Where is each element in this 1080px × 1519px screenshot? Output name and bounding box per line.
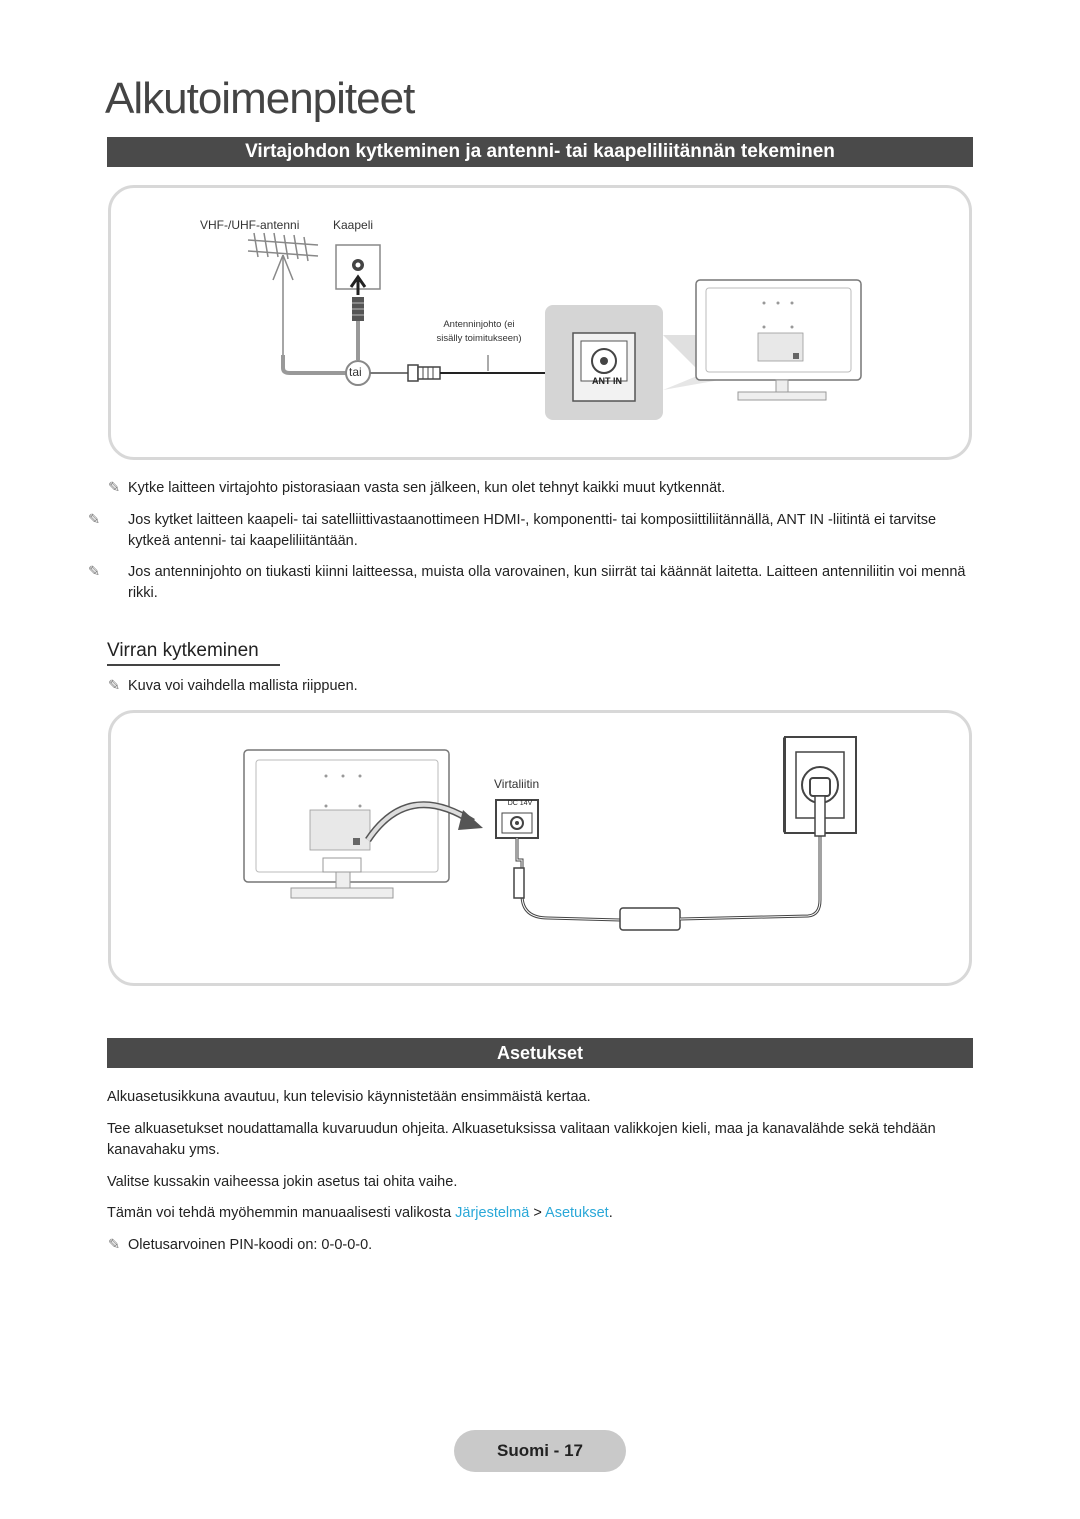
settings-paragraph: Tee alkuasetukset noudattamalla kuvaruud…	[107, 1121, 936, 1158]
note-item: ✎Kytke laitteen virtajohto pistorasiaan …	[108, 478, 972, 499]
tv-rear-icon	[243, 749, 450, 899]
pencil-note-icon: ✎	[108, 678, 121, 694]
page-number-badge: Suomi - 17	[454, 1430, 626, 1472]
pencil-note-icon: ✎	[88, 564, 101, 580]
wall-socket-icon	[783, 736, 857, 837]
antenna-icon	[247, 232, 319, 355]
label-or: tai	[349, 365, 362, 379]
label-antenna-lead-2: sisälly toimitukseen)	[436, 333, 522, 344]
settings-paragraph: Valitse kussakin vaiheessa jokin asetus …	[107, 1174, 458, 1190]
power-diagram	[243, 736, 857, 931]
menu-link-setup[interactable]: Asetukset	[545, 1205, 609, 1221]
label-antenna: VHF-/UHF-antenni	[200, 218, 300, 232]
section-heading-connection: Virtajohdon kytkeminen ja antenni- tai k…	[107, 137, 973, 167]
note-item: ✎Kuva voi vaihdella mallista riippuen.	[108, 676, 972, 697]
section-heading-settings: Asetukset	[107, 1038, 973, 1068]
note-item: ✎Jos antenninjohto on tiukasti kiinni la…	[88, 564, 966, 601]
cable-outlet-icon	[335, 244, 381, 321]
antenna-diagram	[247, 232, 862, 420]
tv-rear-icon	[663, 279, 862, 401]
page-title: Alkutoimenpiteet	[105, 74, 415, 123]
label-ant-in: ANT IN	[592, 376, 622, 386]
note-item: ✎Jos kytket laitteen kaapeli- tai satell…	[88, 512, 937, 549]
label-dc-voltage: DC 14V	[507, 800, 533, 807]
label-power-connector: Virtaliitin	[494, 777, 540, 791]
pencil-note-icon: ✎	[108, 1237, 121, 1253]
menu-link-system[interactable]: Järjestelmä	[455, 1205, 530, 1221]
settings-menu-path: Tämän voi tehdä myöhemmin manuaalisesti …	[107, 1205, 613, 1221]
section-heading-underline	[107, 664, 280, 666]
coax-plug-icon	[370, 355, 574, 382]
settings-paragraph: Alkuasetusikkuna avautuu, kun televisio …	[107, 1089, 591, 1105]
label-antenna-lead-1: Antenninjohto (ei	[443, 319, 515, 330]
section-heading-power: Virran kytkeminen	[107, 640, 259, 661]
power-connection-figure: Virtaliitin DC 14V	[108, 710, 972, 986]
label-cable: Kaapeli	[333, 218, 374, 232]
antenna-connection-figure: VHF-/UHF-antenni Kaapeli Antenninjohto (…	[108, 185, 972, 460]
pencil-note-icon: ✎	[88, 512, 101, 528]
note-item: ✎Oletusarvoinen PIN-koodi on: 0-0-0-0.	[108, 1235, 972, 1256]
pencil-note-icon: ✎	[108, 480, 121, 496]
